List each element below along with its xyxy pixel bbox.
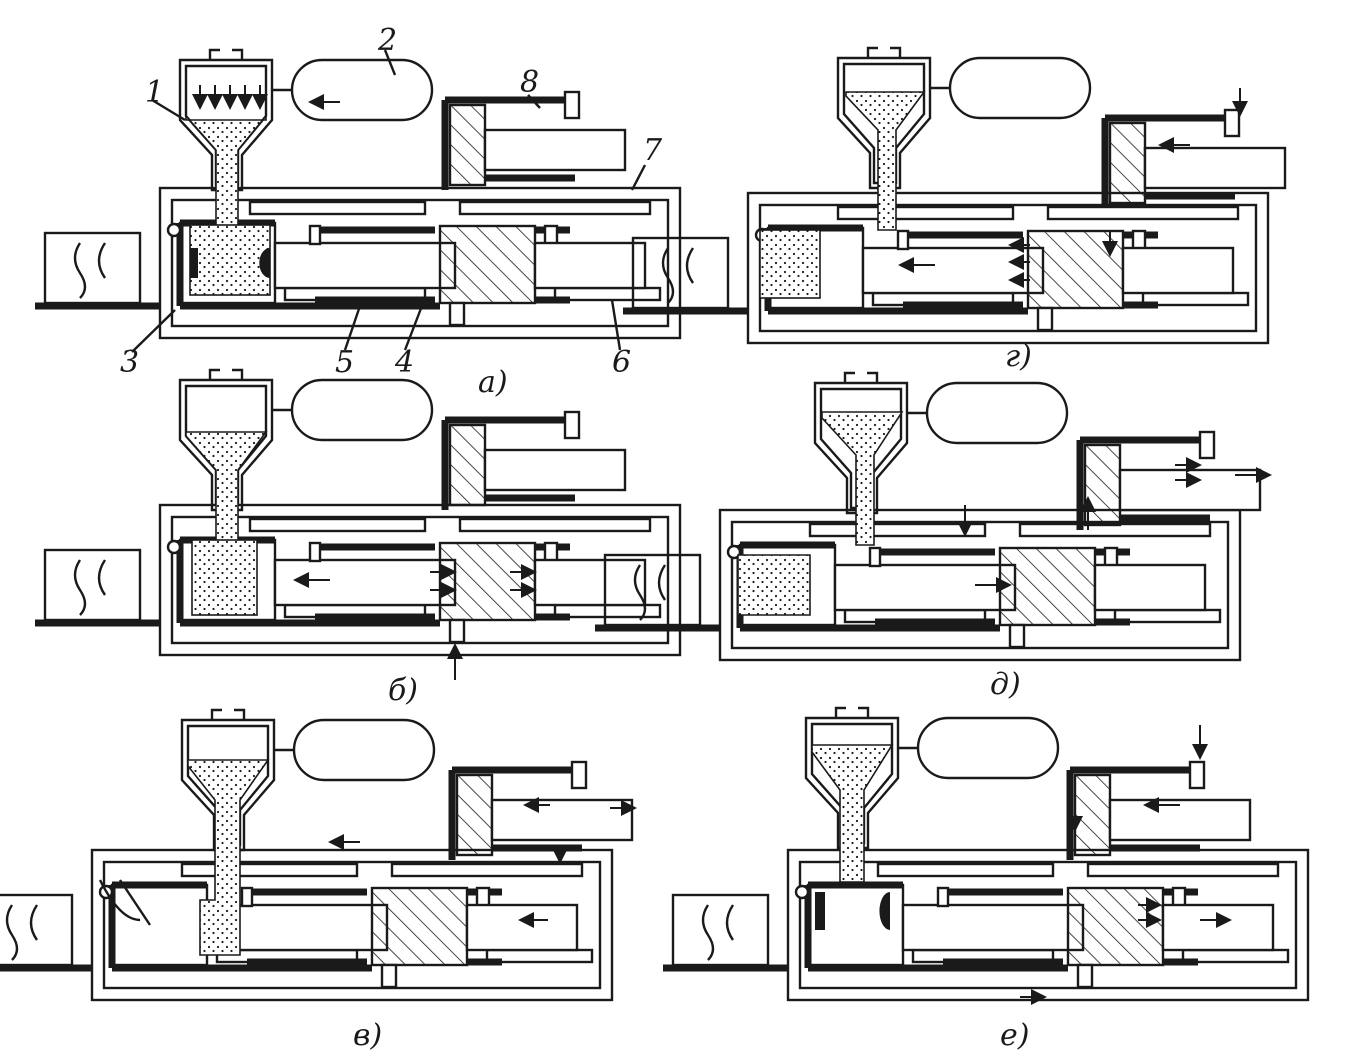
label-3: 3 [120, 345, 139, 380]
label-5: 5 [335, 345, 354, 380]
label-1: 1 [145, 75, 164, 110]
label-8: 8 [520, 65, 539, 100]
caption-e: е) [1000, 1018, 1029, 1053]
panel-e [663, 706, 1308, 1005]
caption-g: г) [1005, 339, 1032, 374]
caption-d: д) [990, 667, 1021, 702]
panel-d [595, 371, 1272, 660]
caption-v: в) [353, 1018, 382, 1053]
label-2: 2 [377, 23, 397, 58]
panel-g [623, 46, 1285, 343]
label-4: 4 [394, 345, 414, 380]
panel-v [0, 708, 637, 1000]
caption-b: б) [388, 673, 418, 708]
panel-b [35, 368, 680, 680]
panel-a [35, 48, 680, 338]
caption-a: а) [478, 365, 508, 400]
label-7: 7 [643, 133, 663, 168]
label-6: 6 [612, 345, 631, 380]
